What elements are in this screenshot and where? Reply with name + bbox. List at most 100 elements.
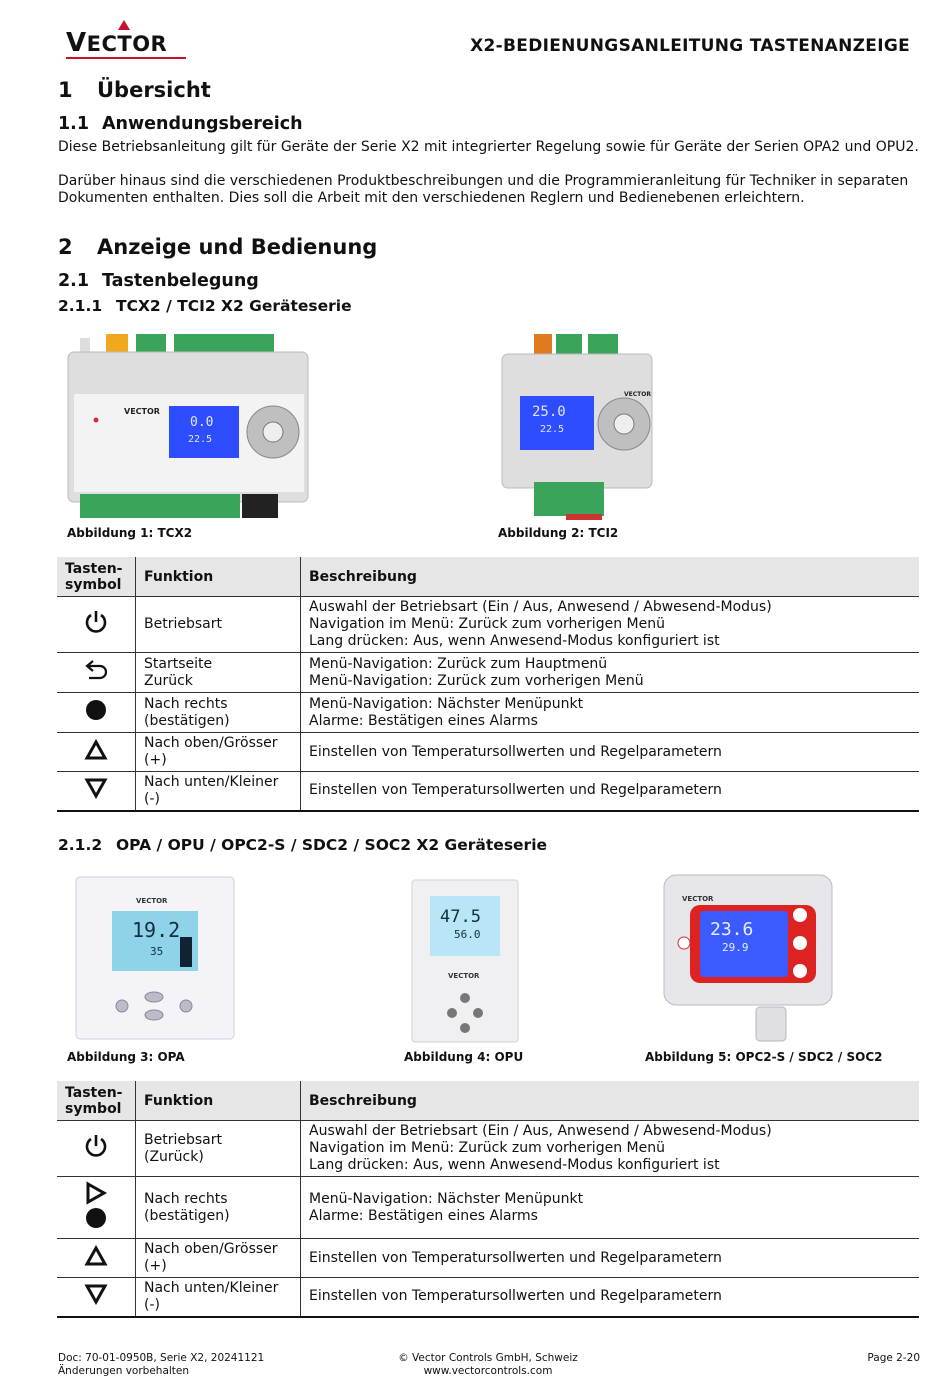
section-number: 2.1.2 [58, 836, 103, 854]
lcd-bottom-value: 29.9 [722, 941, 749, 954]
filled-circle-icon [57, 692, 136, 733]
lcd-bottom-value: 35 [150, 945, 163, 958]
function-cell: Nach unten/Kleiner(-) [135, 1277, 301, 1318]
table-row: Betriebsart(Zurück) Auswahl der Betriebs… [57, 1120, 919, 1177]
function-cell: Nach oben/Grösser(+) [135, 732, 301, 772]
vector-logo: VECTOR [66, 20, 188, 60]
section-title: TCX2 / TCI2 X2 Geräteserie [116, 297, 352, 315]
paragraph-scope: Diese Betriebsanleitung gilt für Geräte … [58, 139, 919, 155]
description-cell: Einstellen von Temperatursollwerten und … [300, 732, 919, 772]
function-text: (-) [144, 790, 160, 807]
opc2-device-image: VECTOR 23.6 29.9 [662, 873, 834, 1045]
description-cell: Auswahl der Betriebsart (Ein / Aus, Anwe… [300, 596, 919, 653]
opa-device-image: VECTOR 19.2 35 [74, 875, 236, 1041]
header-description: Beschreibung [300, 557, 919, 597]
section-number: 1 [58, 78, 73, 102]
footer-copyright: © Vector Controls GmbH, Schweiz [398, 1352, 578, 1364]
function-text: Nach rechts [144, 695, 228, 712]
section-2-1-heading: 2.1 Tastenbelegung [58, 271, 259, 291]
table-row: Nach unten/Kleiner(-) Einstellen von Tem… [57, 771, 919, 812]
section-2-1-2-heading: 2.1.2 OPA / OPU / OPC2-S / SDC2 / SOC2 X2… [58, 836, 547, 854]
description-line: Lang drücken: Aus, wenn Anwesend-Modus k… [309, 1157, 720, 1173]
logo-rest: ECTOR [86, 32, 168, 56]
description-line: Alarme: Bestätigen eines Alarms [309, 712, 538, 729]
function-text: Startseite [144, 655, 213, 672]
description-line: Menü-Navigation: Nächster Menüpunkt [309, 1190, 584, 1207]
figure-caption: Abbildung 3: OPA [67, 1050, 185, 1064]
description-line: Navigation im Menü: Zurück zum vorherige… [309, 1140, 665, 1156]
header-symbol: Tasten-symbol [57, 1081, 136, 1121]
header-symbol: Tasten-symbol [57, 557, 136, 597]
table-header-row: Tasten-symbol Funktion Beschreibung [57, 557, 919, 597]
lcd-bottom-value: 56.0 [454, 928, 481, 941]
description-cell: Auswahl der Betriebsart (Ein / Aus, Anwe… [300, 1120, 919, 1177]
tcx2-device-image: VECTOR 0.0 22.5 [66, 334, 310, 522]
figure-caption: Abbildung 4: OPU [404, 1050, 524, 1064]
section-title: Tastenbelegung [102, 271, 259, 291]
opu-device-image: 47.5 56.0 VECTOR [410, 878, 520, 1044]
footer-disclaimer: Änderungen vorbehalten [58, 1365, 190, 1377]
function-text: (bestätigen) [144, 1207, 230, 1224]
power-icon [57, 1120, 136, 1177]
function-text: (-) [144, 1296, 160, 1313]
function-text: Nach unten/Kleiner [144, 1279, 279, 1296]
function-cell: Betriebsart(Zurück) [135, 1120, 301, 1177]
function-cell: Nach rechts(bestätigen) [135, 692, 301, 733]
table-row: Betriebsart Auswahl der Betriebsart (Ein… [57, 596, 919, 653]
description-line: Einstellen von Temperatursollwerten und … [309, 1288, 722, 1305]
function-cell: Betriebsart [135, 596, 301, 653]
function-text: Nach oben/Grösser [144, 1241, 278, 1257]
footer-doc-info: Doc: 70-01-0950B, Serie X2, 20241121 Änd… [58, 1352, 264, 1378]
section-title: Anwendungsbereich [102, 114, 303, 134]
header-function: Funktion [135, 1081, 301, 1121]
description-cell: Einstellen von Temperatursollwerten und … [300, 1238, 919, 1278]
section-number: 2.1.1 [58, 297, 103, 315]
device-brand-label: VECTOR [124, 407, 160, 416]
tci2-device-image: VECTOR 25.0 22.5 [500, 334, 654, 522]
function-text: Nach unten/Kleiner [144, 773, 279, 790]
triangle-up-icon [57, 732, 136, 772]
figure-caption: Abbildung 2: TCI2 [498, 526, 619, 540]
table-row: Nach oben/Grösser(+) Einstellen von Temp… [57, 1238, 919, 1278]
function-text: (+) [144, 1258, 167, 1274]
section-number: 1.1 [58, 114, 90, 134]
section-2-1-1-heading: 2.1.1 TCX2 / TCI2 X2 Geräteserie [58, 297, 352, 315]
function-text: Betriebsart [144, 1131, 222, 1148]
back-arrow-icon [57, 652, 136, 693]
table-row: Nach unten/Kleiner(-) Einstellen von Tem… [57, 1277, 919, 1318]
triangle-down-icon [57, 771, 136, 812]
triangle-up-icon [57, 1238, 136, 1278]
lcd-bottom-value: 22.5 [540, 424, 564, 435]
function-text: Zurück [144, 672, 193, 689]
function-text: Nach rechts [144, 1190, 228, 1207]
table-row: Nach oben/Grösser(+) Einstellen von Temp… [57, 732, 919, 772]
description-line: Einstellen von Temperatursollwerten und … [309, 1249, 722, 1266]
section-number: 2.1 [58, 271, 90, 291]
device-brand-label: VECTOR [136, 897, 168, 905]
function-cell: Nach unten/Kleiner(-) [135, 771, 301, 812]
description-line: Menü-Navigation: Zurück zum Hauptmenü [309, 655, 608, 672]
logo-letter: V [66, 28, 87, 58]
triangle-right-and-circle-icon [57, 1176, 136, 1239]
key-table-tcx2: Tasten-symbol Funktion Beschreibung Betr… [57, 557, 919, 812]
section-title: Anzeige und Bedienung [97, 235, 378, 259]
paragraph-documents: Darüber hinaus sind die verschiedenen Pr… [58, 173, 909, 206]
triangle-down-icon [57, 1277, 136, 1318]
footer-page-number: Page 2-20 [867, 1352, 920, 1364]
section-number: 2 [58, 235, 73, 259]
document-title: X2-BEDIENUNGSANLEITUNG TASTENANZEIGE [470, 36, 910, 56]
description-line: Einstellen von Temperatursollwerten und … [309, 743, 722, 760]
function-text: Betriebsart [144, 616, 222, 632]
table-row: Nach rechts(bestätigen) Menü-Navigation:… [57, 692, 919, 733]
description-line: Lang drücken: Aus, wenn Anwesend-Modus k… [309, 633, 720, 649]
description-cell: Einstellen von Temperatursollwerten und … [300, 771, 919, 812]
description-line: Einstellen von Temperatursollwerten und … [309, 782, 722, 799]
function-text: (Zurück) [144, 1148, 204, 1165]
figure-caption: Abbildung 5: OPC2-S / SDC2 / SOC2 [645, 1050, 883, 1064]
section-title: OPA / OPU / OPC2-S / SDC2 / SOC2 X2 Gerä… [116, 836, 548, 854]
